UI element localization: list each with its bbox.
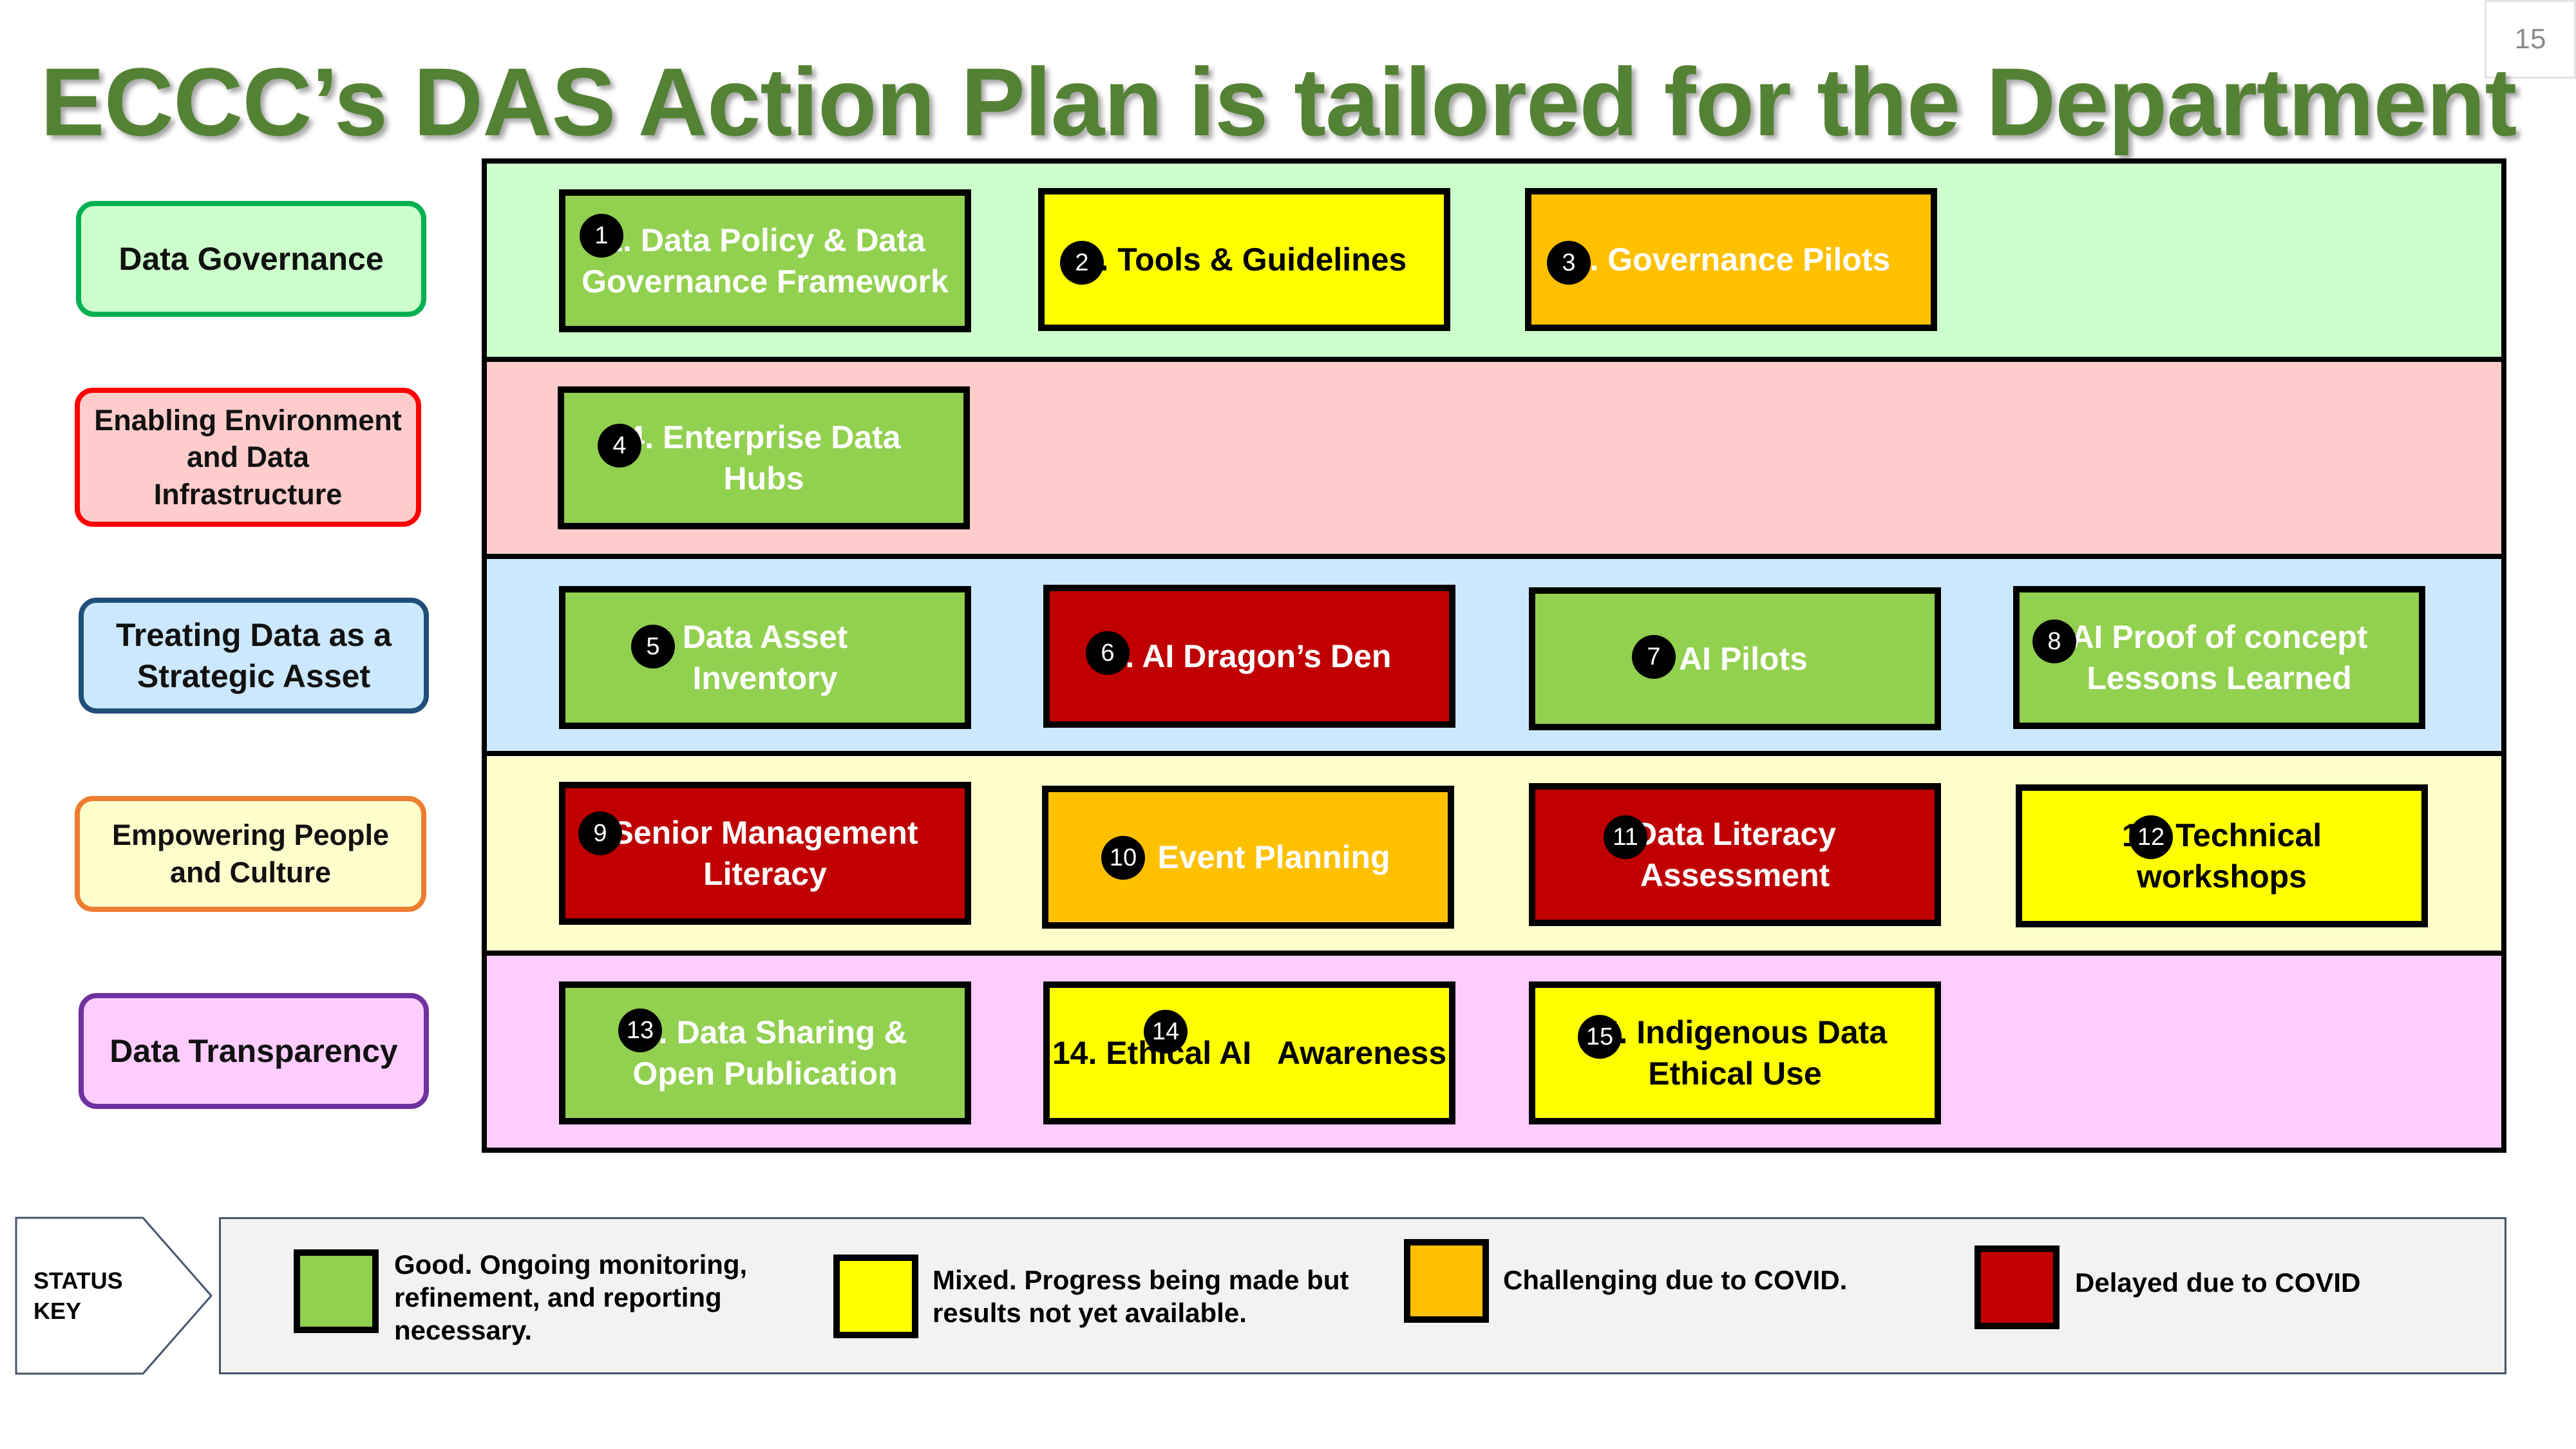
category-treating-data: Treating Data as a Strategic Asset bbox=[79, 598, 429, 714]
status-key-text-orange: Challenging due to COVID. bbox=[1503, 1265, 1848, 1295]
action-item-label: 3. Governance Pilots bbox=[1571, 242, 1891, 278]
item-number-badge: 1 bbox=[580, 214, 623, 258]
action-item-label: 13. Data Sharing & Open Publication bbox=[623, 1014, 907, 1092]
category-data-transparency: Data Transparency bbox=[79, 993, 429, 1109]
action-item-label: Data Asset Inventory bbox=[682, 619, 848, 696]
page-number: 15 bbox=[2485, 0, 2576, 79]
item-number-badge: 13 bbox=[618, 1009, 662, 1052]
category-empowering-people: Empowering People and Culture bbox=[75, 796, 426, 912]
status-key-text-red: Delayed due to COVID bbox=[2075, 1267, 2361, 1298]
action-item-label: 2. Tools & Guidelines bbox=[1081, 242, 1407, 278]
item-number-badge: 5 bbox=[631, 625, 675, 668]
slide-title: ECCC’s DAS Action Plan is tailored for t… bbox=[40, 48, 2517, 156]
action-item-12: 12. Technical workshops 12 bbox=[2016, 784, 2428, 927]
item-number-badge: 4 bbox=[598, 424, 641, 468]
action-item-14: 14. Ethical AI Awareness 14 bbox=[1043, 981, 1455, 1124]
status-key-box bbox=[219, 1217, 2506, 1374]
action-item-label: Senior Management Literacy bbox=[612, 815, 918, 892]
status-swatch-red bbox=[1975, 1245, 2060, 1329]
action-item-label: 12. Technical workshops bbox=[2121, 817, 2322, 895]
action-item-7: . AI Pilots 7 bbox=[1529, 587, 1941, 730]
item-number-badge: 9 bbox=[578, 811, 622, 855]
item-number-badge: 15 bbox=[1578, 1015, 1622, 1059]
action-item-label: Event Planning bbox=[1157, 839, 1390, 875]
status-key-label: STATUS KEY bbox=[33, 1267, 123, 1324]
action-item-13: 13. Data Sharing & Open Publication 13 bbox=[559, 981, 971, 1124]
item-number-badge: 8 bbox=[2032, 620, 2076, 663]
item-number-badge: 6 bbox=[1086, 631, 1130, 675]
action-item-11: Data Literacy Assessment 11 bbox=[1529, 783, 1941, 926]
action-item-label: 6. AI Dragon’s Den bbox=[1107, 638, 1392, 674]
item-number-badge: 7 bbox=[1632, 635, 1676, 679]
action-item-label: Data Literacy Assessment bbox=[1633, 816, 1837, 893]
action-item-label: AI Proof of concept Lessons Learned bbox=[2070, 619, 2368, 696]
action-item-label: 1. Data Policy & Data Governance Framewo… bbox=[582, 222, 949, 299]
action-item-1: 1. Data Policy & Data Governance Framewo… bbox=[559, 189, 971, 332]
action-item-15: 15. Indigenous Data Ethical Use 15 bbox=[1529, 981, 1941, 1124]
item-number-badge: 11 bbox=[1604, 815, 1647, 859]
action-item-2: 2. Tools & Guidelines 2 bbox=[1038, 188, 1450, 331]
status-swatch-orange bbox=[1404, 1239, 1489, 1323]
status-swatch-green bbox=[294, 1249, 379, 1333]
status-swatch-yellow bbox=[833, 1255, 918, 1338]
item-number-badge: 2 bbox=[1060, 241, 1104, 285]
status-key-chevron-shape bbox=[15, 1217, 213, 1375]
action-item-5: Data Asset Inventory 5 bbox=[559, 586, 971, 729]
action-item-label: 4. Enterprise Data Hubs bbox=[627, 419, 901, 497]
category-enabling-environment: Enabling Environment and Data Infrastruc… bbox=[75, 388, 421, 527]
action-item-9: Senior Management Literacy 9 bbox=[559, 782, 971, 925]
action-item-10: Event Planning 10 bbox=[1042, 786, 1454, 929]
item-number-badge: 3 bbox=[1547, 241, 1591, 285]
item-number-badge: 12 bbox=[2129, 815, 2173, 859]
status-key-text-green: Good. Ongoing monitoring, refinement, an… bbox=[394, 1249, 748, 1346]
item-number-badge: 14 bbox=[1144, 1010, 1188, 1054]
action-item-4: 4. Enterprise Data Hubs 4 bbox=[558, 386, 970, 529]
action-item-label: 15. Indigenous Data Ethical Use bbox=[1582, 1014, 1888, 1092]
item-number-badge: 10 bbox=[1101, 836, 1145, 880]
action-item-label: . AI Pilots bbox=[1662, 641, 1808, 677]
category-data-governance: Data Governance bbox=[76, 201, 426, 317]
action-item-8: AI Proof of concept Lessons Learned 8 bbox=[2013, 586, 2425, 729]
status-key-text-yellow: Mixed. Progress being made but results n… bbox=[933, 1265, 1349, 1329]
action-item-3: 3. Governance Pilots 3 bbox=[1525, 188, 1937, 331]
status-key-chevron bbox=[14, 1216, 214, 1376]
action-item-label: 14. Ethical AI Awareness bbox=[1052, 1035, 1447, 1071]
action-item-6: 6. AI Dragon’s Den 6 bbox=[1043, 585, 1455, 728]
